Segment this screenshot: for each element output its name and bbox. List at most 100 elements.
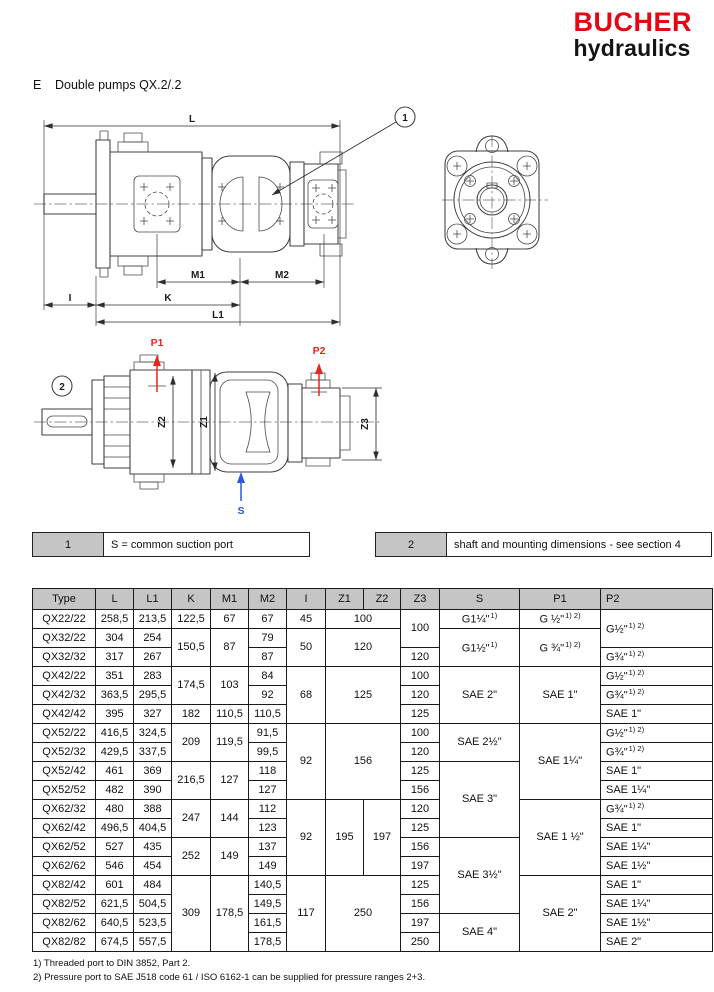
table-cell: QX52/52 bbox=[32, 780, 96, 800]
table-cell: 91,5 bbox=[248, 723, 287, 743]
table-cell: 283 bbox=[133, 666, 172, 686]
table-cell: 50 bbox=[286, 628, 326, 667]
table-cell: QX62/52 bbox=[32, 837, 96, 857]
table-cell: 337,5 bbox=[133, 742, 172, 762]
table-cell: 99,5 bbox=[248, 742, 287, 762]
table-cell: 117 bbox=[286, 875, 326, 952]
footnote-1: 1) Threaded port to DIN 3852, Part 2. bbox=[33, 958, 191, 969]
port-label-p1: P1 bbox=[151, 337, 164, 349]
table-cell: QX62/32 bbox=[32, 799, 96, 819]
table-cell: G1¼"1) bbox=[439, 609, 520, 629]
table-cell: 209 bbox=[171, 723, 211, 762]
table-cell: SAE 1" bbox=[600, 875, 713, 895]
table-cell: 182 bbox=[171, 704, 211, 724]
table-cell: 304 bbox=[95, 628, 134, 648]
dim-label-Z2: Z2 bbox=[157, 416, 168, 428]
table-cell: 309 bbox=[171, 875, 211, 952]
table-cell: QX62/62 bbox=[32, 856, 96, 876]
column-header-z1: Z1 bbox=[325, 588, 364, 610]
table-cell: 45 bbox=[286, 609, 326, 629]
table-cell: G¾"1) 2) bbox=[600, 685, 713, 705]
table-cell: 388 bbox=[133, 799, 172, 819]
table-cell: 120 bbox=[400, 647, 440, 667]
table-cell: 110,5 bbox=[210, 704, 249, 724]
table-cell: 197 bbox=[400, 913, 440, 933]
table-cell: 435 bbox=[133, 837, 172, 857]
table-cell: 252 bbox=[171, 837, 211, 876]
table-cell: 395 bbox=[95, 704, 134, 724]
table-cell: SAE 2" bbox=[519, 875, 601, 952]
column-header-z3: Z3 bbox=[400, 588, 440, 610]
table-cell: 213,5 bbox=[133, 609, 172, 629]
table-cell: G¾"1) 2) bbox=[600, 799, 713, 819]
dim-label-Z1: Z1 bbox=[199, 416, 210, 428]
table-cell: 120 bbox=[400, 742, 440, 762]
section-title-text: Double pumps QX.2/.2 bbox=[55, 78, 182, 92]
dim-label-L: L bbox=[189, 114, 195, 125]
table-cell: 84 bbox=[248, 666, 287, 686]
callout-2: 2 bbox=[51, 375, 73, 397]
footnote-2: 2) Pressure port to SAE J518 code 61 / I… bbox=[33, 972, 426, 984]
legend-1-number: 1 bbox=[33, 533, 104, 556]
table-cell: 112 bbox=[248, 799, 287, 819]
table-cell: 178,5 bbox=[210, 875, 249, 952]
table-cell: 123 bbox=[248, 818, 287, 838]
table-cell: 267 bbox=[133, 647, 172, 667]
table-cell: 67 bbox=[248, 609, 287, 629]
footnotes: 1) Threaded port to DIN 3852, Part 2. 2)… bbox=[33, 957, 425, 986]
table-cell: 68 bbox=[286, 666, 326, 724]
table-cell: 363,5 bbox=[95, 685, 134, 705]
table-cell: 674,5 bbox=[95, 932, 134, 952]
table-cell: SAE 2" bbox=[600, 932, 713, 952]
pump-outline bbox=[34, 130, 354, 278]
table-cell: SAE 3" bbox=[439, 761, 520, 838]
table-cell: 390 bbox=[133, 780, 172, 800]
pump-ports-drawing: P1 P2 S Z2 Z1 Z3 2 bbox=[34, 337, 382, 517]
table-cell: SAE 1" bbox=[519, 666, 601, 724]
table-cell: 484 bbox=[133, 875, 172, 895]
table-cell: SAE 1" bbox=[600, 704, 713, 724]
table-cell: 125 bbox=[400, 761, 440, 781]
table-cell: 197 bbox=[363, 799, 401, 876]
legend-1-text: S = common suction port bbox=[111, 538, 233, 551]
table-cell: 92 bbox=[248, 685, 287, 705]
table-cell: 118 bbox=[248, 761, 287, 781]
table-cell: 140,5 bbox=[248, 875, 287, 895]
table-cell: 496,5 bbox=[95, 818, 134, 838]
table-cell: QX62/42 bbox=[32, 818, 96, 838]
table-cell: 120 bbox=[400, 685, 440, 705]
dim-label-L1: L1 bbox=[212, 310, 224, 321]
table-cell: 195 bbox=[325, 799, 364, 876]
pump-outline bbox=[34, 354, 382, 490]
table-cell: SAE 2" bbox=[439, 666, 520, 724]
table-cell: 369 bbox=[133, 761, 172, 781]
table-cell: 254 bbox=[133, 628, 172, 648]
table-cell: G ¾"1) 2) bbox=[519, 628, 601, 667]
table-cell: 100 bbox=[400, 723, 440, 743]
table-cell: G¾"1) 2) bbox=[600, 742, 713, 762]
table-cell: QX82/62 bbox=[32, 913, 96, 933]
port-p2-arrow-icon: P2 bbox=[313, 345, 326, 396]
table-cell: 87 bbox=[248, 647, 287, 667]
table-cell: 149 bbox=[248, 856, 287, 876]
dim-label-Z3: Z3 bbox=[360, 418, 371, 430]
table-cell: 149 bbox=[210, 837, 249, 876]
table-cell: G½"1) 2) bbox=[600, 723, 713, 743]
dim-label-I: I bbox=[69, 293, 72, 304]
table-cell: 156 bbox=[325, 723, 401, 800]
table-cell: SAE 2½" bbox=[439, 723, 520, 762]
table-cell: 92 bbox=[286, 723, 326, 800]
table-cell: QX52/22 bbox=[32, 723, 96, 743]
table-cell: 178,5 bbox=[248, 932, 287, 952]
table-cell: 127 bbox=[210, 761, 249, 800]
table-cell: 197 bbox=[400, 856, 440, 876]
table-cell: G½"1) 2) bbox=[600, 666, 713, 686]
